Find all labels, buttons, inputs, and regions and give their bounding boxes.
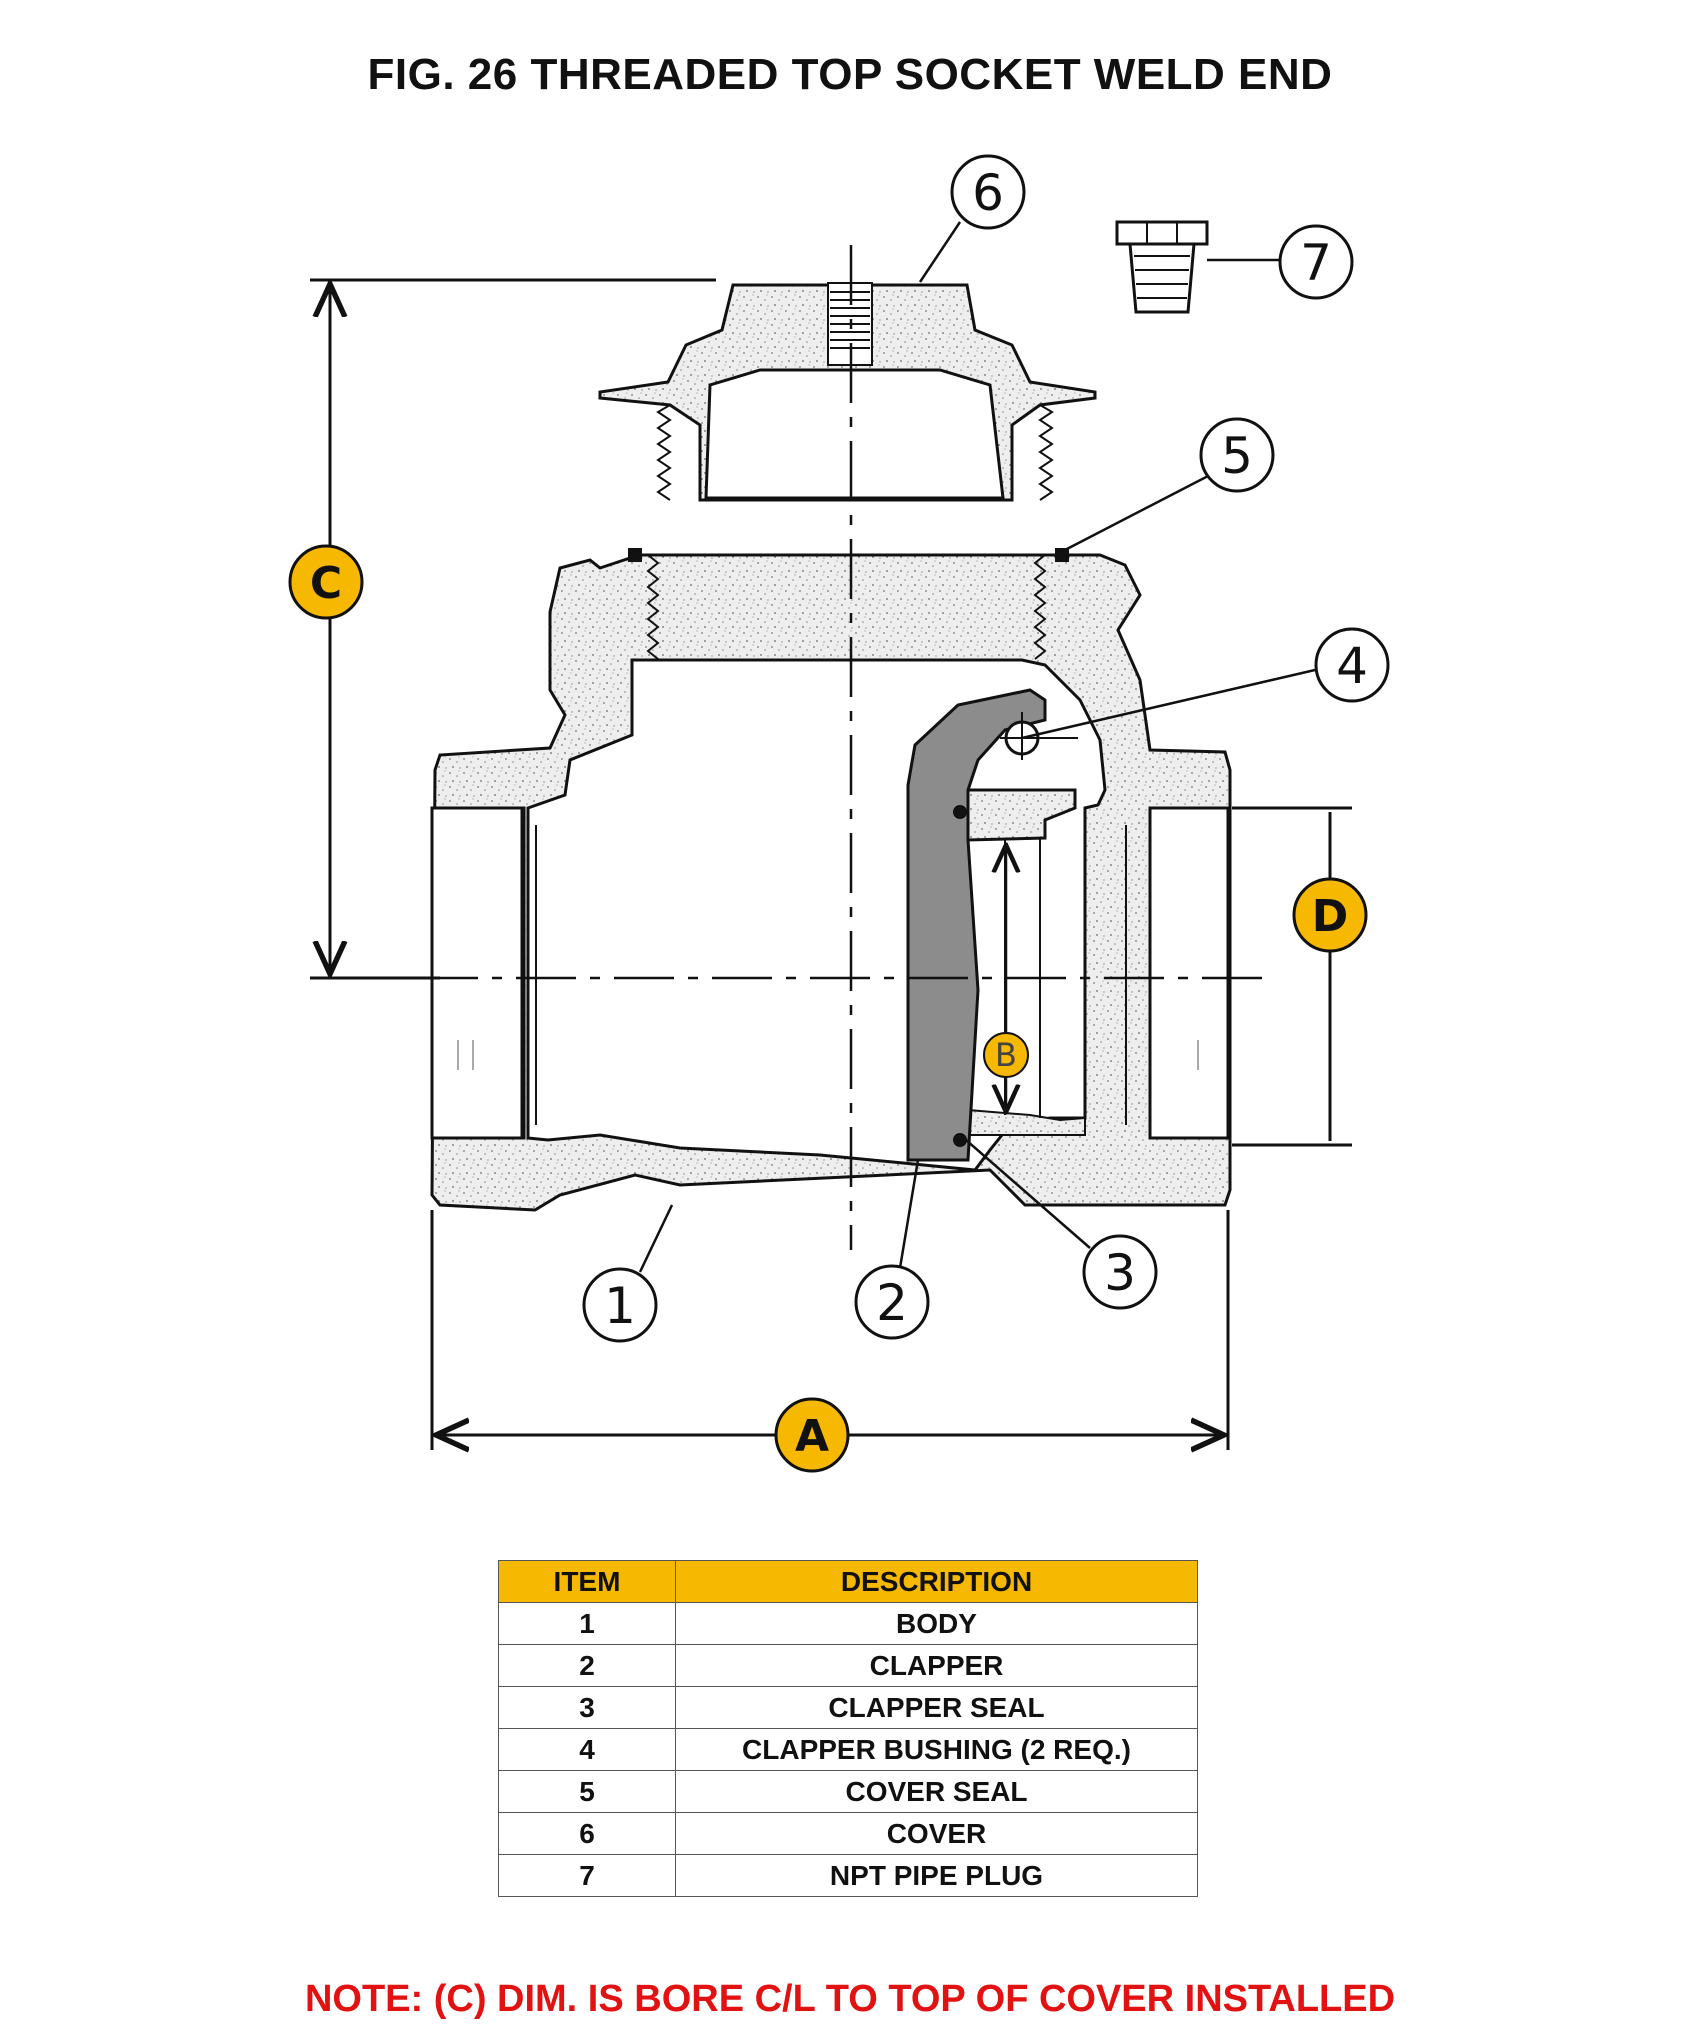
parts-list-table: ITEM DESCRIPTION 1 BODY 2 CLAPPER 3 CLAP… — [498, 1560, 1198, 1897]
table-row: 3 CLAPPER SEAL — [498, 1686, 1198, 1729]
body-part — [430, 548, 1232, 1212]
item-number: 6 — [498, 1812, 676, 1855]
table-row: 7 NPT PIPE PLUG — [498, 1854, 1198, 1897]
dimension-c: C — [288, 278, 716, 980]
svg-text:1: 1 — [604, 1277, 636, 1335]
svg-text:6: 6 — [972, 164, 1004, 222]
dimension-c-label: C — [310, 558, 342, 609]
dimension-b: B — [983, 845, 1029, 1112]
dimension-a: A — [430, 1210, 1230, 1473]
callout-6: 6 — [918, 154, 1026, 283]
figure-title: FIG. 26 THREADED TOP SOCKET WELD END — [367, 50, 1333, 99]
table-row: 1 BODY — [498, 1602, 1198, 1645]
dimension-d-label: D — [1312, 891, 1349, 942]
npt-pipe-plug-part — [1115, 220, 1209, 314]
svg-text:4: 4 — [1336, 637, 1368, 695]
item-description: CLAPPER SEAL — [675, 1686, 1198, 1729]
callout-4: 4 — [1021, 627, 1390, 740]
item-description: CLAPPER — [675, 1644, 1198, 1687]
table-row: 5 COVER SEAL — [498, 1770, 1198, 1813]
item-number: 3 — [498, 1686, 676, 1729]
item-number: 2 — [498, 1644, 676, 1687]
table-header-row: ITEM DESCRIPTION — [498, 1560, 1198, 1603]
installation-note: NOTE: (C) DIM. IS BORE C/L TO TOP OF COV… — [304, 1978, 1396, 2020]
item-description: COVER — [675, 1812, 1198, 1855]
table-row: 6 COVER — [498, 1812, 1198, 1855]
item-number: 7 — [498, 1854, 676, 1897]
callout-7: 7 — [1207, 224, 1354, 300]
cover-part — [598, 282, 1097, 502]
dimension-b-label: B — [995, 1036, 1017, 1074]
item-number: 4 — [498, 1728, 676, 1771]
center-lines — [320, 245, 1270, 1250]
item-description: NPT PIPE PLUG — [675, 1854, 1198, 1897]
dimension-a-label: A — [795, 1411, 829, 1462]
svg-text:7: 7 — [1300, 234, 1332, 292]
header-description: DESCRIPTION — [675, 1560, 1198, 1603]
item-description: COVER SEAL — [675, 1770, 1198, 1813]
clapper-part — [906, 688, 1078, 1162]
dimension-a-badge — [774, 1397, 850, 1473]
dimension-d: D — [1232, 806, 1368, 1147]
valve-cross-section-drawing: C D B A 1 2 3 4 — [288, 154, 1390, 1473]
item-description: BODY — [675, 1602, 1198, 1645]
table-row: 4 CLAPPER BUSHING (2 REQ.) — [498, 1728, 1198, 1771]
item-description: CLAPPER BUSHING (2 REQ.) — [675, 1728, 1198, 1771]
svg-text:2: 2 — [876, 1274, 908, 1332]
dimension-d-badge — [1292, 877, 1368, 953]
item-number: 1 — [498, 1602, 676, 1645]
callout-3: 3 — [965, 1139, 1158, 1310]
dimension-c-badge — [288, 544, 364, 620]
callout-1: 1 — [582, 1204, 674, 1343]
item-number: 5 — [498, 1770, 676, 1813]
dimension-b-badge — [983, 1032, 1029, 1078]
svg-text:3: 3 — [1104, 1244, 1136, 1302]
svg-text:5: 5 — [1221, 427, 1253, 485]
table-row: 2 CLAPPER — [498, 1644, 1198, 1687]
callout-5: 5 — [1064, 417, 1275, 552]
header-item: ITEM — [498, 1560, 676, 1603]
callout-2: 2 — [854, 1159, 930, 1340]
